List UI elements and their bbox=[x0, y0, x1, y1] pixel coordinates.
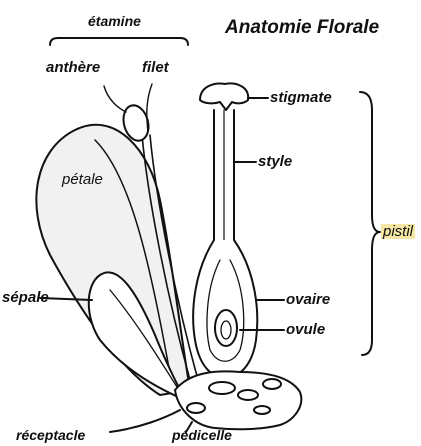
pointer-receptacle bbox=[110, 410, 180, 432]
ovary bbox=[193, 240, 257, 378]
label-pistil: pistil bbox=[381, 224, 415, 239]
anther-line bbox=[104, 86, 126, 112]
label-pedicelle: pédicelle bbox=[172, 428, 232, 442]
label-sepale: sépale bbox=[2, 290, 49, 305]
pistil-brace bbox=[360, 92, 380, 355]
label-anthere: anthère bbox=[46, 60, 100, 75]
diagram-title: Anatomie Florale bbox=[225, 18, 379, 37]
receptacle-outline bbox=[175, 371, 301, 429]
etamine-bracket bbox=[50, 38, 188, 45]
label-style: style bbox=[258, 154, 292, 169]
label-filet: filet bbox=[142, 60, 169, 75]
label-etamine: étamine bbox=[88, 14, 141, 28]
label-ovaire: ovaire bbox=[286, 292, 330, 307]
label-receptacle: réceptacle bbox=[16, 428, 85, 442]
ovule-core bbox=[221, 321, 231, 339]
stigma bbox=[200, 84, 248, 110]
label-petale: pétale bbox=[62, 172, 103, 187]
label-ovule: ovule bbox=[286, 322, 325, 337]
label-stigmate: stigmate bbox=[270, 90, 332, 105]
